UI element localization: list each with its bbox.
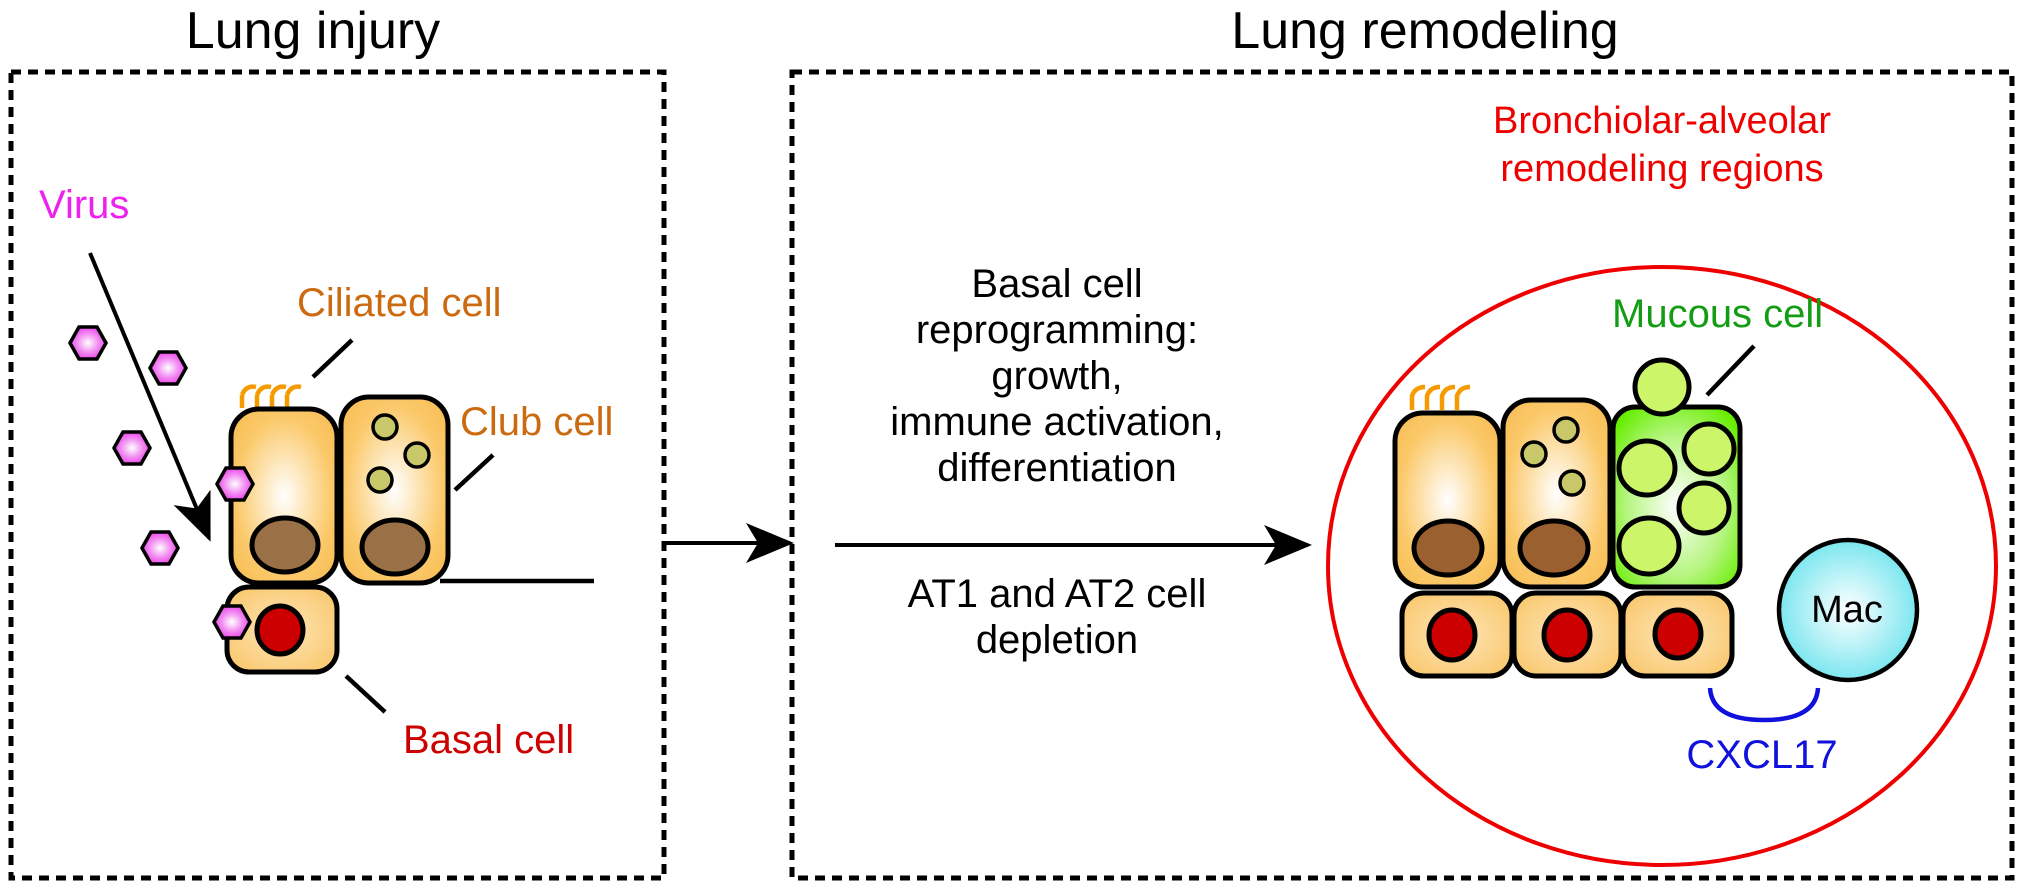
transition-text-line: immune activation, xyxy=(890,400,1223,444)
club-cell-injury xyxy=(338,394,451,586)
transition-text-line: differentiation xyxy=(937,446,1176,490)
mucous-cell-pointer xyxy=(1705,344,1756,397)
mucus-globule xyxy=(1616,438,1678,498)
panel-title-lung-remodeling: Lung remodeling xyxy=(1231,2,1618,60)
virus-label: Virus xyxy=(39,183,129,227)
virus-particle-icon xyxy=(148,350,188,386)
cxcl17-signaling-arc xyxy=(1707,687,1821,723)
ciliated-cell-remodeling xyxy=(1392,384,1503,590)
transition-description: Basal cell reprogramming: growth, immune… xyxy=(835,262,1312,662)
ciliated-cell-pointer xyxy=(311,338,354,379)
secretory-granule xyxy=(1552,416,1580,444)
ciliated-cell-label: Ciliated cell xyxy=(297,281,502,325)
macrophage: Mac xyxy=(1776,537,1920,683)
secretory-granule xyxy=(1558,469,1586,497)
club-cell-pointer xyxy=(453,453,495,492)
basal-cell-label: Basal cell xyxy=(403,718,574,762)
basal-cell-nucleus xyxy=(254,603,306,657)
mucous-cell xyxy=(1610,357,1743,590)
macrophage-body xyxy=(1776,537,1920,683)
region-label-line2: remodeling regions xyxy=(1500,148,1823,190)
secretory-granule xyxy=(1520,440,1548,468)
ciliated-cell-nucleus xyxy=(1411,518,1485,578)
mucus-globule xyxy=(1632,357,1692,417)
secretory-granule xyxy=(366,466,394,494)
transition-text-line: reprogramming: xyxy=(916,308,1198,352)
transition-text-line: Basal cell xyxy=(971,262,1142,306)
transition-text-line: growth, xyxy=(991,354,1122,398)
virus-particle-icon xyxy=(68,325,108,361)
basal-cell-pointer xyxy=(344,674,387,714)
lung-injury-panel: Virus xyxy=(39,183,613,762)
basal-cell-row xyxy=(1399,590,1735,679)
virus-particle-icon xyxy=(212,604,252,640)
transition-text-line: depletion xyxy=(976,618,1138,662)
club-cell-remodeling xyxy=(1500,397,1613,590)
lung-remodeling-panel-border xyxy=(789,69,2015,881)
mucus-globule xyxy=(1681,421,1737,477)
virus-particle-icon xyxy=(112,430,152,466)
virus-entry-arrow xyxy=(88,252,211,542)
virus-particle-icon xyxy=(215,466,255,502)
cilia-icon xyxy=(1409,384,1471,410)
lung-remodeling-panel: Bronchiolar-alveolar remodeling regions xyxy=(1326,100,1998,867)
ciliated-cell-nucleus xyxy=(249,515,321,575)
secretory-granule xyxy=(371,413,399,441)
basal-cell-nucleus xyxy=(1652,607,1704,661)
cilia-icon xyxy=(239,384,302,396)
secretory-granule xyxy=(403,441,431,469)
club-cell-label: Club cell xyxy=(460,400,613,444)
region-label-line1: Bronchiolar-alveolar xyxy=(1493,100,1831,142)
basal-cell-nucleus xyxy=(1541,607,1593,663)
panel-title-lung-injury: Lung injury xyxy=(186,2,440,60)
club-cell-nucleus xyxy=(359,517,431,577)
club-cell-nucleus xyxy=(1517,518,1591,578)
basal-cell-injury xyxy=(224,584,340,675)
mucus-globule xyxy=(1616,515,1682,577)
cxcl17-label: CXCL17 xyxy=(1686,733,1837,777)
mucous-cell-label: Mucous cell xyxy=(1612,292,1823,336)
remodeling-region-circle xyxy=(1326,265,1998,867)
transition-text-line: AT1 and AT2 cell xyxy=(908,572,1207,616)
lung-injury-panel-border xyxy=(8,69,667,881)
basal-cell-nucleus xyxy=(1426,607,1478,663)
macrophage-label: Mac xyxy=(1811,589,1883,631)
mucus-globule xyxy=(1676,480,1732,536)
virus-particle-icon xyxy=(140,530,180,566)
